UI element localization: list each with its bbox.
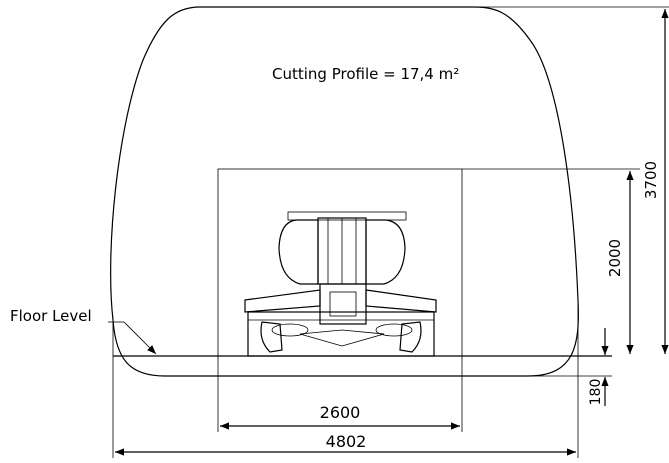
dim-label-3700: 3700 <box>642 161 660 199</box>
dim-label-4802: 4802 <box>326 432 367 451</box>
dim-label-2600: 2600 <box>320 403 361 422</box>
machine-drawing <box>244 211 437 357</box>
floor-level-label: Floor Level <box>10 307 92 325</box>
dim-label-2000: 2000 <box>606 239 624 277</box>
floor-level-leader-arrow <box>123 321 157 355</box>
dim-label-180: 180 <box>588 379 604 406</box>
cutting-profile-title: Cutting Profile = 17,4 m² <box>272 65 459 83</box>
machine-outline-box <box>217 168 463 357</box>
tunnel-profile-outline <box>110 6 579 377</box>
